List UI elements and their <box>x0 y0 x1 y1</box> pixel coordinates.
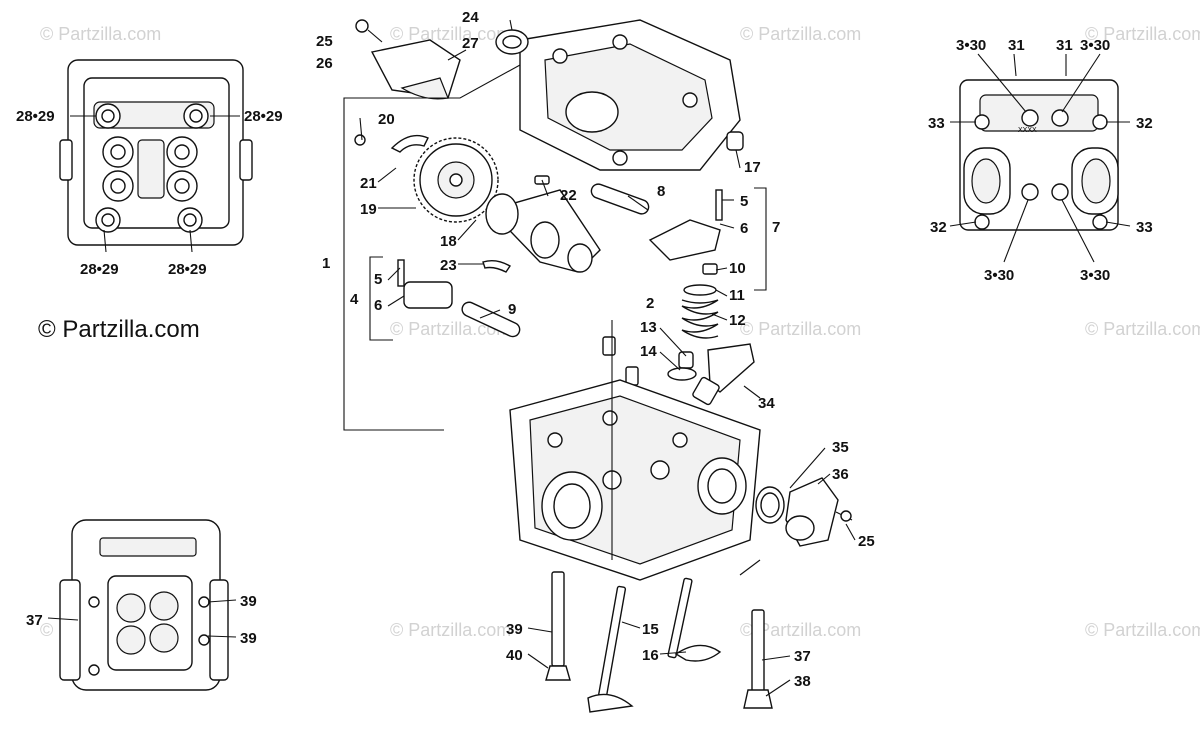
callout-32: 32 <box>1136 115 1153 132</box>
callout-3-30: 3•30 <box>956 37 986 54</box>
callout-12: 12 <box>729 312 746 329</box>
callout-39: 39 <box>506 621 523 638</box>
cam-sprocket <box>354 134 601 273</box>
callout-40: 40 <box>506 647 523 664</box>
watermark: © Partzilla.com <box>740 24 861 44</box>
callout-5: 5 <box>740 193 748 210</box>
callout-9: 9 <box>508 301 516 318</box>
copyright-notice: © Partzilla.com <box>38 316 200 343</box>
callout-22: 22 <box>560 187 577 204</box>
callout-26: 26 <box>316 55 333 72</box>
watermark: © Partzilla.com <box>1085 24 1200 44</box>
callout-15: 15 <box>642 621 659 638</box>
callout-27: 27 <box>462 35 479 52</box>
callout-5: 5 <box>374 271 382 288</box>
callout-23: 23 <box>440 257 457 274</box>
head-top-view <box>59 59 253 253</box>
callout-8: 8 <box>657 183 665 200</box>
watermark: © Partzilla.com <box>740 319 861 339</box>
callout-28-29: 28•29 <box>244 108 283 125</box>
callout-39: 39 <box>240 630 257 647</box>
callout-labels: 1 2 3•30 3•30 3•30 3•30 4 5 5 6 6 7 8 9 … <box>16 9 1153 690</box>
callout-37: 37 <box>794 648 811 665</box>
callout-34: 34 <box>758 395 775 412</box>
callout-35: 35 <box>832 439 849 456</box>
callout-13: 13 <box>640 319 657 336</box>
watermark: © Partzilla.com <box>740 620 861 640</box>
callout-25: 25 <box>316 33 333 50</box>
valves-and-studs <box>545 320 773 713</box>
callout-38: 38 <box>794 673 811 690</box>
stamp-marking: XXXX <box>1018 127 1037 134</box>
callout-20: 20 <box>378 111 395 128</box>
callout-33: 33 <box>1136 219 1153 236</box>
watermark: © Partzilla.com <box>1085 319 1200 339</box>
callout-6: 6 <box>740 220 748 237</box>
callout-24: 24 <box>462 9 479 26</box>
callout-16: 16 <box>642 647 659 664</box>
callout-36: 36 <box>832 466 849 483</box>
callout-31: 31 <box>1008 37 1025 54</box>
callout-3-30: 3•30 <box>1080 37 1110 54</box>
valve-spring-stack <box>602 284 755 406</box>
callout-3-30: 3•30 <box>1080 267 1110 284</box>
callout-37: 37 <box>26 612 43 629</box>
callout-4: 4 <box>350 291 359 308</box>
callout-10: 10 <box>729 260 746 277</box>
callout-21: 21 <box>360 175 377 192</box>
head-bottom-view: XXXX <box>959 79 1119 231</box>
callout-28-29: 28•29 <box>16 108 55 125</box>
callout-33: 33 <box>928 115 945 132</box>
watermark: © Partzilla.com <box>40 24 161 44</box>
callout-14: 14 <box>640 343 657 360</box>
callout-19: 19 <box>360 201 377 218</box>
cylinder-head <box>509 379 853 581</box>
callout-2: 2 <box>646 295 654 312</box>
callout-7: 7 <box>772 219 780 236</box>
callout-11: 11 <box>729 287 745 304</box>
callout-18: 18 <box>440 233 457 250</box>
callout-28-29: 28•29 <box>80 261 119 278</box>
rocker-arms <box>369 183 767 341</box>
valve-cover-assembly <box>343 19 744 431</box>
callout-1: 1 <box>322 255 330 272</box>
watermark: © Partzilla.com <box>390 620 511 640</box>
watermark: © Partzilla.com <box>390 24 511 44</box>
watermark: © Partzilla.com <box>390 319 511 339</box>
head-gasket-side-view <box>47 519 237 691</box>
callout-28-29: 28•29 <box>168 261 207 278</box>
callout-31: 31 <box>1056 37 1073 54</box>
callout-6: 6 <box>374 297 382 314</box>
watermark: © Partzilla.com <box>1085 620 1200 640</box>
callout-39: 39 <box>240 593 257 610</box>
callout-32: 32 <box>930 219 947 236</box>
callout-17: 17 <box>744 159 761 176</box>
callout-3-30: 3•30 <box>984 267 1014 284</box>
leader-lines <box>359 19 1131 697</box>
callout-25: 25 <box>858 533 875 550</box>
